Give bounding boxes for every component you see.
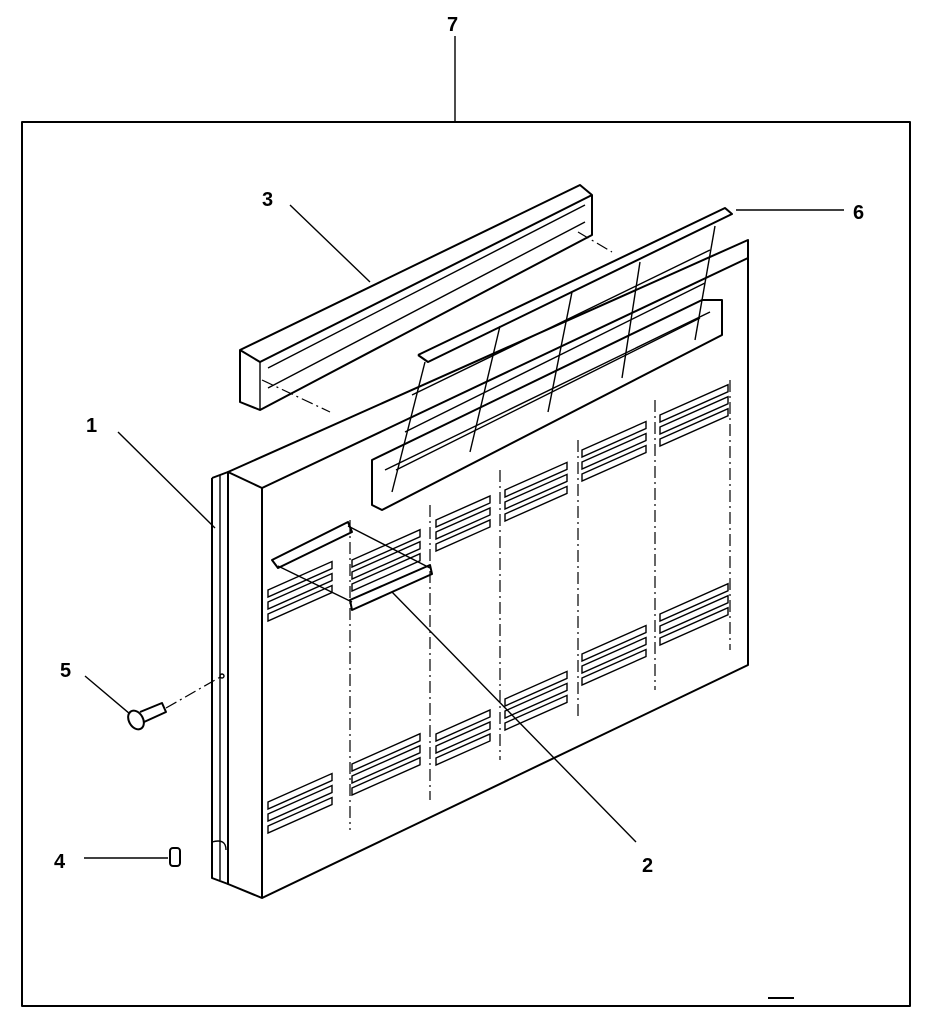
louver-slot [435,506,491,541]
louver-slot [659,606,729,647]
louver-slot [267,572,333,611]
louver-slot [504,694,568,732]
louver-slot [351,732,421,773]
louver-slot [581,636,647,675]
louver-slot [351,552,421,593]
louver-slot [267,560,333,599]
louver-slot [504,473,568,511]
louver-slot [504,485,568,523]
callout-7: 7 [447,14,458,36]
louver-slot [435,732,491,767]
louver-slot [659,395,729,436]
louver-slot [267,584,333,623]
louver-slot [659,594,729,635]
part-1-front-panel [211,239,749,899]
panel-louver-slots [267,383,729,835]
panel-center-lines [349,380,731,830]
part-5-screw [127,673,225,731]
louver-slot [435,518,491,553]
louver-slot [351,744,421,785]
louver-slot [351,528,421,569]
louver-slot [581,444,647,483]
louver-slot [267,772,333,811]
louver-slot [351,756,421,797]
part-6-wire-guard [371,207,733,511]
louver-slot [504,682,568,720]
louver-slot [435,708,491,743]
callout-4: 4 [54,851,66,873]
callout-2: 2 [642,855,653,877]
louver-slot [435,494,491,529]
part-4-clip [169,847,181,867]
louver-slot [267,796,333,835]
louver-slot [659,383,729,424]
part-2-bracket [271,521,433,611]
leader-line-2 [391,591,637,843]
louver-slot [581,624,647,663]
louver-slot [659,407,729,448]
louver-slot [581,420,647,459]
leader-line-5 [84,675,131,715]
louver-slot [435,720,491,755]
callout-6: 6 [853,202,864,224]
louver-slot [581,648,647,687]
louver-slot [504,670,568,708]
part-3-top-trim [239,184,613,413]
louver-slot [659,582,729,623]
assembly-frame [21,121,911,1007]
leader-line-1 [117,431,216,529]
callout-1: 1 [86,415,97,437]
louver-slot [581,432,647,471]
callout-5: 5 [60,660,71,682]
leader-line-3 [289,204,371,283]
louver-slot [267,784,333,823]
callout-3: 3 [262,189,273,211]
louver-slot [504,461,568,499]
